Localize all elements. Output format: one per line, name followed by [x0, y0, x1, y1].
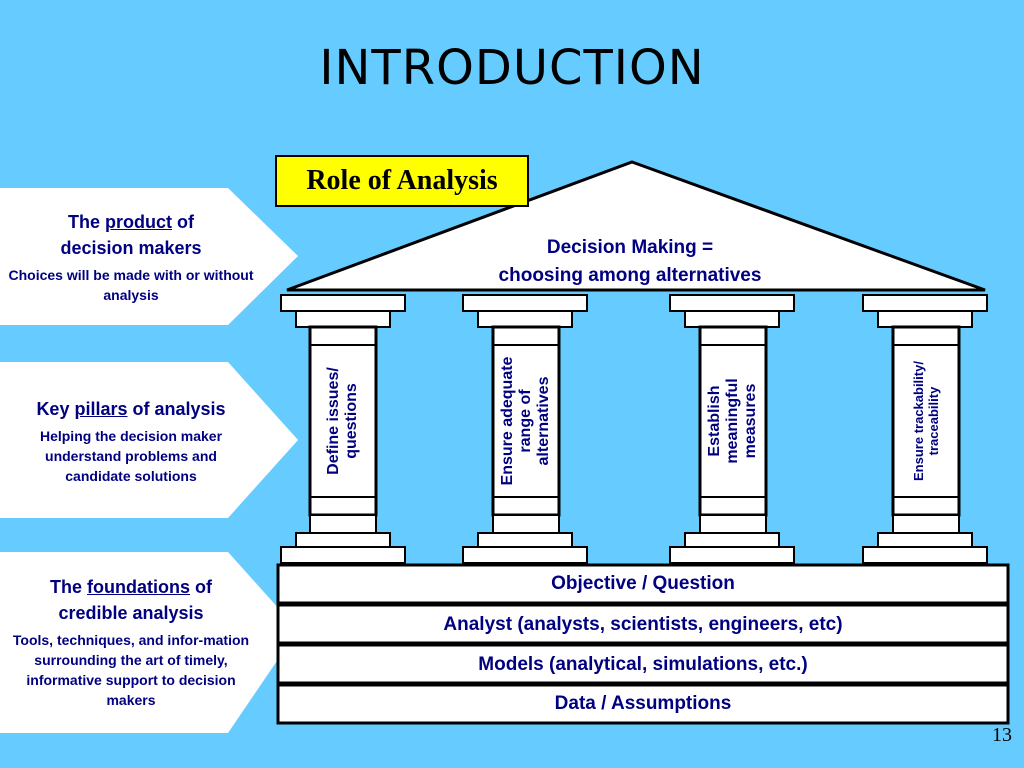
pillar-label-4: Ensure trackability/ traceability — [911, 361, 941, 481]
roof-line-2: choosing among alternatives — [498, 265, 762, 286]
foundation-data: Data / Assumptions — [554, 693, 732, 714]
foundation-layer-4 — [276, 683, 1010, 725]
foundation-layer-3 — [276, 643, 1010, 685]
pillar-label-1: Define issues/ questions — [325, 367, 360, 475]
slide-title: INTRODUCTION — [319, 40, 705, 96]
side-note-pillars: Key pillars of analysis Helping the deci… — [36, 399, 226, 484]
side-note-product: The product of decision makers Choices w… — [8, 212, 254, 303]
roof-line-1: Decision Making = — [546, 237, 714, 258]
foundation-analyst: Analyst (analysts, scientists, engineers… — [443, 614, 843, 635]
pillar-label-3: Establish meaningful measures — [706, 378, 759, 464]
pillar-2 — [462, 294, 588, 564]
pillar-label-2: Ensure adequate range of alternatives — [499, 356, 552, 486]
foundation-models: Models (analytical, simulations, etc.) — [478, 654, 808, 675]
foundation-layer-2 — [276, 603, 1010, 645]
pillar-3 — [669, 294, 795, 564]
callout-arrow-foundations — [0, 552, 298, 733]
roof-caption: Decision Making = choosing among alterna… — [430, 234, 830, 290]
pillar-4 — [862, 294, 988, 564]
callout-arrow-pillars — [0, 362, 298, 518]
page-number: 13 — [992, 724, 1012, 746]
side-note-foundations: The foundations of credible analysis Too… — [12, 577, 250, 708]
pillar-1 — [280, 294, 406, 564]
callout-arrow-product — [0, 188, 298, 325]
roof — [286, 160, 986, 292]
foundation-objective: Objective / Question — [551, 573, 735, 594]
role-of-analysis-label: Role of Analysis — [275, 155, 529, 207]
foundation-layer-1 — [276, 563, 1010, 605]
